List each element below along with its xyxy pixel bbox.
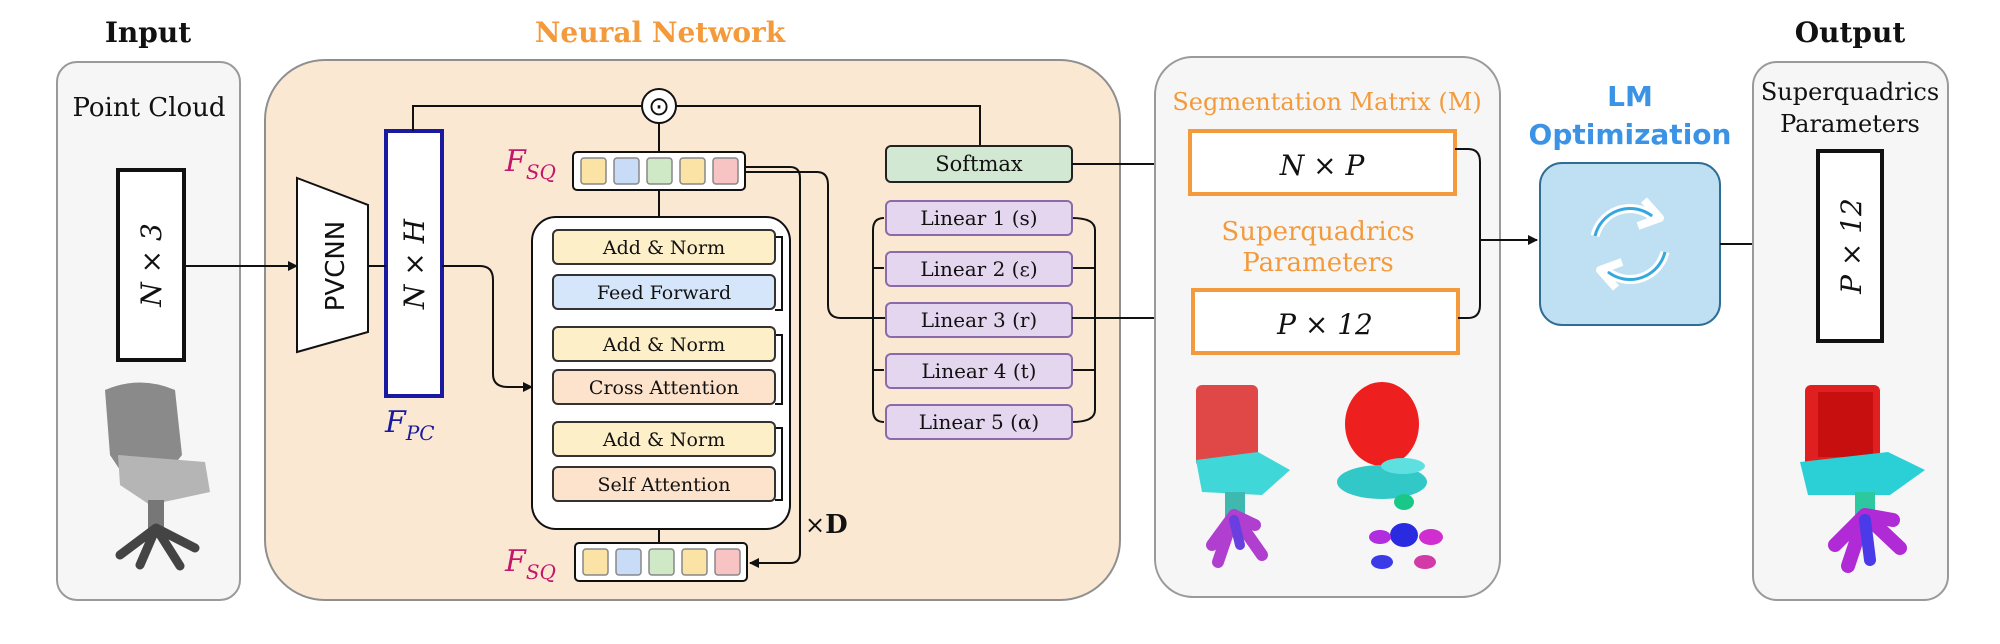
f-pc-label: FPC xyxy=(384,405,435,445)
segmentation-title: Segmentation Matrix (M) xyxy=(1172,88,1481,116)
sq-token xyxy=(582,548,609,576)
input-title: Input xyxy=(105,16,191,49)
sq-token xyxy=(679,157,706,185)
sq-tokens-bottom-cells xyxy=(582,548,741,576)
sq-params-title-2: Parameters xyxy=(1242,248,1393,278)
linear-head-label: Linear 3 (r) xyxy=(921,308,1037,332)
pvcnn-label: PVCNN xyxy=(321,221,351,312)
transformer-layer-label: Add & Norm xyxy=(602,429,725,451)
sq-token xyxy=(714,548,741,576)
lm-optimization-block xyxy=(1539,162,1721,326)
point-cloud-label: Point Cloud xyxy=(72,93,225,123)
linear-head xyxy=(885,302,1073,338)
f-sq-bottom-label: FSQ xyxy=(504,544,556,584)
transformer-layer xyxy=(552,326,776,362)
softmax-label: Softmax xyxy=(935,152,1023,176)
transformer-layer-label: Self Attention xyxy=(598,474,731,496)
network-title: Neural Network xyxy=(535,16,786,49)
segmentation-matrix-box xyxy=(1188,129,1457,196)
linear-head xyxy=(885,404,1073,440)
output-label-2: Parameters xyxy=(1780,110,1920,138)
transformer-layer xyxy=(552,274,776,310)
sq-token xyxy=(580,157,607,185)
linear-head xyxy=(885,353,1073,389)
transformer-layer-label: Add & Norm xyxy=(602,334,725,356)
sq-params-matrix-box xyxy=(1191,288,1460,355)
sq-token xyxy=(615,548,642,576)
linear-head-label: Linear 1 (s) xyxy=(920,206,1037,230)
lm-title-1: LM xyxy=(1607,80,1653,113)
input-matrix-label: N × 3 xyxy=(135,223,168,308)
repeat-label: ×D xyxy=(805,510,848,540)
sq-token xyxy=(648,548,675,576)
output-label-1: Superquadrics xyxy=(1761,78,1939,106)
f-sq-top-label: FSQ xyxy=(504,144,556,184)
input-point-cloud-chair xyxy=(105,382,210,571)
transformer-layer-label: Feed Forward xyxy=(597,282,731,304)
sq-tokens-top-cells xyxy=(580,157,739,185)
segmented-chair xyxy=(1196,385,1290,568)
transformer-layer xyxy=(552,421,776,457)
segmentation-matrix-label: N × P xyxy=(1279,149,1366,182)
transformer-layer xyxy=(552,369,776,405)
sq-token xyxy=(681,548,708,576)
sq-params-matrix-label: P × 12 xyxy=(1276,308,1373,341)
linear-head xyxy=(885,251,1073,287)
transformer-layer xyxy=(552,466,776,502)
linear-head xyxy=(885,200,1073,236)
output-title: Output xyxy=(1795,16,1906,49)
lm-title-2: Optimization xyxy=(1529,118,1732,151)
pvcnn-block xyxy=(296,176,369,354)
sq-token xyxy=(712,157,739,185)
linear-head-label: Linear 5 (α) xyxy=(919,410,1039,434)
input-matrix-box xyxy=(116,168,186,362)
output-matrix-box xyxy=(1816,149,1884,343)
linear-head-label: Linear 2 (ε) xyxy=(920,257,1037,281)
hadamard-dot: ⊙ xyxy=(648,92,670,122)
transformer-layer-label: Cross Attention xyxy=(589,377,739,399)
sq-params-title-1: Superquadrics xyxy=(1221,217,1414,247)
transformer-layer xyxy=(552,229,776,265)
superquadric-primitives xyxy=(1337,382,1443,569)
linear-head-label: Linear 4 (t) xyxy=(922,359,1037,383)
output-matrix-label: P × 12 xyxy=(1835,198,1868,295)
sq-token xyxy=(613,157,640,185)
linear-heads: Linear 1 (s) Linear 2 (ε) Linear 3 (r) Line… xyxy=(885,200,1073,440)
fitted-superquadric-chair xyxy=(1800,385,1925,573)
sq-token xyxy=(646,157,673,185)
feature-matrix-label: N × H xyxy=(398,218,431,310)
transformer-layer-label: Add & Norm xyxy=(602,237,725,259)
